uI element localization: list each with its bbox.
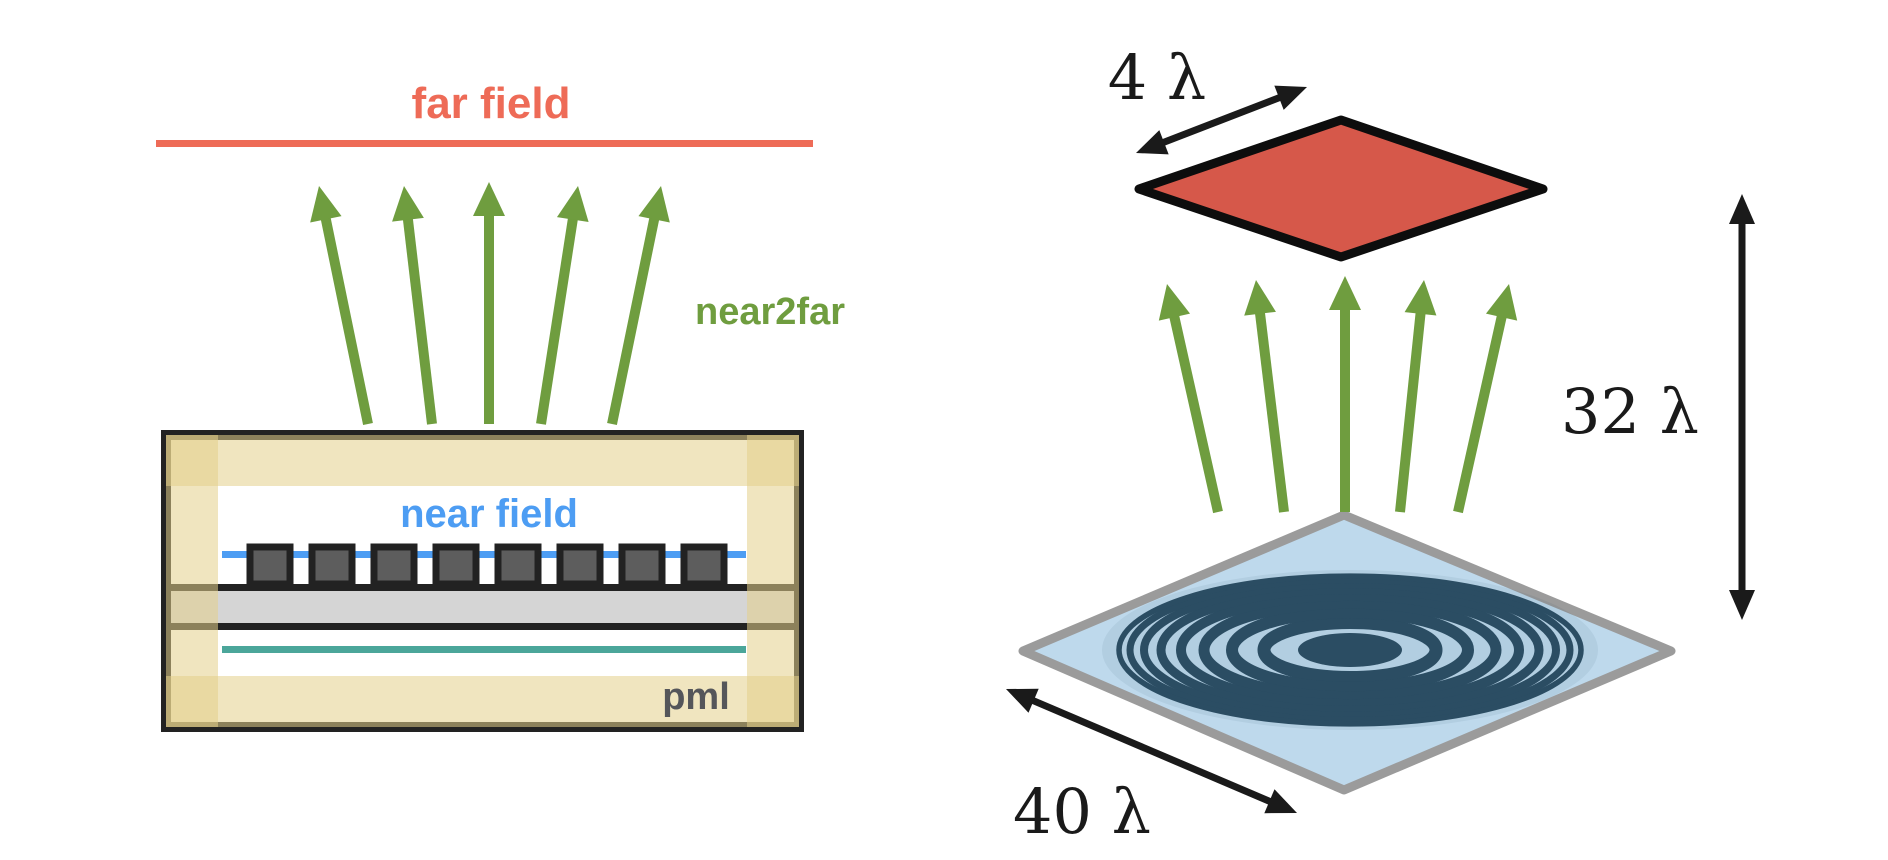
zone-ring (1226, 606, 1474, 694)
near-field-label: near field (400, 492, 578, 536)
pml-band-left (166, 435, 218, 727)
zone-plate-rings (1102, 570, 1598, 730)
pml-band-bottom (166, 676, 799, 727)
substrate-top-line (171, 584, 794, 591)
far-field-plane (1134, 115, 1548, 262)
grating-bar (370, 543, 418, 588)
far-field-line (156, 140, 813, 147)
pml-bands (166, 435, 799, 727)
near-field-monitor-line (222, 551, 746, 558)
zone-ring (1140, 580, 1560, 720)
substrate-bottom-line (171, 623, 794, 630)
grating-bar (680, 543, 728, 588)
dimension-arrow-32-lambda (1729, 194, 1755, 620)
grating-bar (618, 543, 666, 588)
zone-ring (1116, 573, 1584, 727)
near-field-plane-group (1018, 510, 1676, 795)
grating-bar (556, 543, 604, 588)
pml-band-right (747, 435, 799, 727)
zone-ring (1126, 576, 1574, 724)
simulation-cell-box (161, 430, 804, 732)
pml-band-top (166, 435, 799, 486)
propagation-distance-label: 32 λ (1561, 375, 1699, 448)
far-field-label: far field (411, 79, 571, 128)
radiated-arrows (1158, 276, 1518, 514)
zone-ring (1257, 616, 1443, 684)
dimension-arrow-4-lambda (1136, 85, 1307, 155)
grating-bar (308, 543, 356, 588)
zone-plate-center (1298, 633, 1402, 667)
grating-bar (494, 543, 542, 588)
grating-bar (432, 543, 480, 588)
zone-ring (1198, 597, 1502, 703)
near2far-label: near2far (695, 291, 845, 333)
pml-label: pml (662, 676, 730, 718)
near-plane-size-label: 40 λ (1013, 775, 1151, 848)
source-line (222, 646, 746, 653)
zone-ring (1156, 585, 1544, 715)
near2far-arrows (310, 182, 670, 426)
far-plane-size-label: 4 λ (1107, 41, 1207, 114)
zone-ring (1176, 590, 1524, 710)
substrate-layer (171, 591, 794, 623)
grating-bar (246, 543, 294, 588)
dimension-arrow-40-lambda (1006, 688, 1297, 814)
